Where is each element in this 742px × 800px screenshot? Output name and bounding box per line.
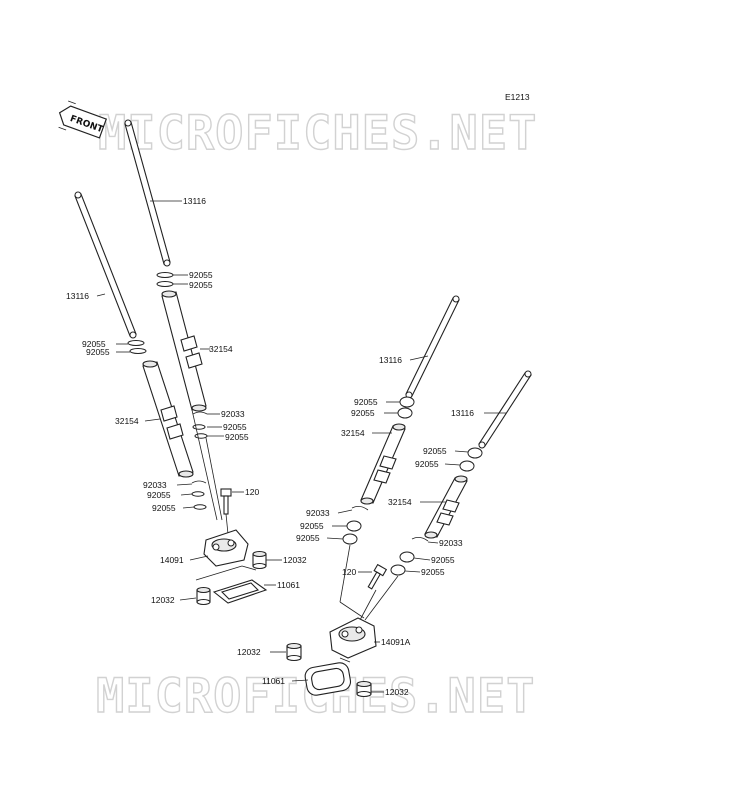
circlip bbox=[411, 537, 429, 542]
part-label: 92055 bbox=[296, 533, 320, 543]
part-label: 12032 bbox=[283, 555, 307, 565]
part-label: 92055 bbox=[225, 432, 249, 442]
bolt bbox=[220, 488, 232, 515]
part-label: 92055 bbox=[86, 347, 110, 357]
part-label: 92033 bbox=[439, 538, 463, 548]
part-label: 13116 bbox=[66, 291, 89, 301]
push-rod-tube bbox=[142, 360, 194, 478]
push-rod-tube bbox=[161, 290, 207, 412]
push-rod-tube bbox=[424, 475, 468, 539]
part-label: 32154 bbox=[341, 428, 365, 438]
part-label: 14091A bbox=[381, 637, 411, 647]
oring bbox=[192, 424, 206, 430]
part-label: 92033 bbox=[306, 508, 330, 518]
collar bbox=[356, 680, 372, 698]
part-label: 92055 bbox=[189, 280, 213, 290]
part-label: 11061 bbox=[262, 676, 285, 686]
oring bbox=[156, 272, 174, 278]
oring bbox=[399, 396, 415, 408]
part-label: 92055 bbox=[421, 567, 445, 577]
circlip bbox=[191, 480, 207, 484]
part-label: 92055 bbox=[223, 422, 247, 432]
part-label: 92055 bbox=[152, 503, 176, 513]
part-label: 92055 bbox=[147, 490, 171, 500]
part-label: 92055 bbox=[431, 555, 455, 565]
part-label: 12032 bbox=[385, 687, 409, 697]
push-rod bbox=[405, 295, 460, 399]
part-label: 92055 bbox=[415, 459, 439, 469]
part-label: 92055 bbox=[354, 397, 378, 407]
oring bbox=[191, 491, 205, 497]
tappet-holder bbox=[203, 529, 249, 567]
collar bbox=[286, 642, 302, 662]
part-label: 32154 bbox=[388, 497, 412, 507]
part-label: 92055 bbox=[82, 339, 106, 349]
diagram-code: E1213 bbox=[505, 92, 530, 102]
part-label: 92033 bbox=[221, 409, 245, 419]
bolt bbox=[367, 563, 388, 590]
circlip bbox=[192, 411, 208, 415]
collar bbox=[196, 586, 211, 606]
part-label: 32154 bbox=[209, 344, 233, 354]
push-rod-tube bbox=[360, 423, 406, 505]
tappet-holder bbox=[329, 617, 377, 659]
oring bbox=[156, 281, 174, 287]
part-label: 12032 bbox=[237, 647, 261, 657]
part-label: 120 bbox=[342, 567, 356, 577]
collar bbox=[252, 550, 267, 570]
part-label: 13116 bbox=[183, 196, 206, 206]
part-label: 13116 bbox=[379, 355, 402, 365]
push-rod bbox=[74, 191, 137, 339]
push-rod bbox=[478, 370, 532, 449]
front-arrow-icon: FRONT bbox=[58, 100, 108, 139]
oring bbox=[397, 407, 413, 419]
oring bbox=[194, 433, 208, 439]
gasket bbox=[212, 579, 268, 604]
oring bbox=[129, 348, 147, 354]
part-label: 13116 bbox=[451, 408, 474, 418]
part-label: 120 bbox=[245, 487, 259, 497]
part-label: 92055 bbox=[423, 446, 447, 456]
part-label: 92055 bbox=[351, 408, 375, 418]
oring bbox=[342, 533, 358, 545]
oring bbox=[467, 447, 483, 459]
oring bbox=[390, 564, 406, 576]
part-label: 12032 bbox=[151, 595, 175, 605]
oring bbox=[127, 340, 145, 346]
part-label: 32154 bbox=[115, 416, 139, 426]
part-label: 92055 bbox=[300, 521, 324, 531]
oring bbox=[193, 504, 207, 510]
circlip bbox=[351, 506, 369, 511]
oring bbox=[399, 551, 415, 563]
part-label: 92055 bbox=[189, 270, 213, 280]
watermark-top: MICROFICHES.NET bbox=[98, 106, 537, 161]
push-rod bbox=[124, 119, 171, 267]
part-label: 11061 bbox=[277, 580, 300, 590]
gasket bbox=[304, 662, 352, 696]
part-label: 14091 bbox=[160, 555, 184, 565]
part-label: 92033 bbox=[143, 480, 167, 490]
oring bbox=[459, 460, 475, 472]
oring bbox=[346, 520, 362, 532]
